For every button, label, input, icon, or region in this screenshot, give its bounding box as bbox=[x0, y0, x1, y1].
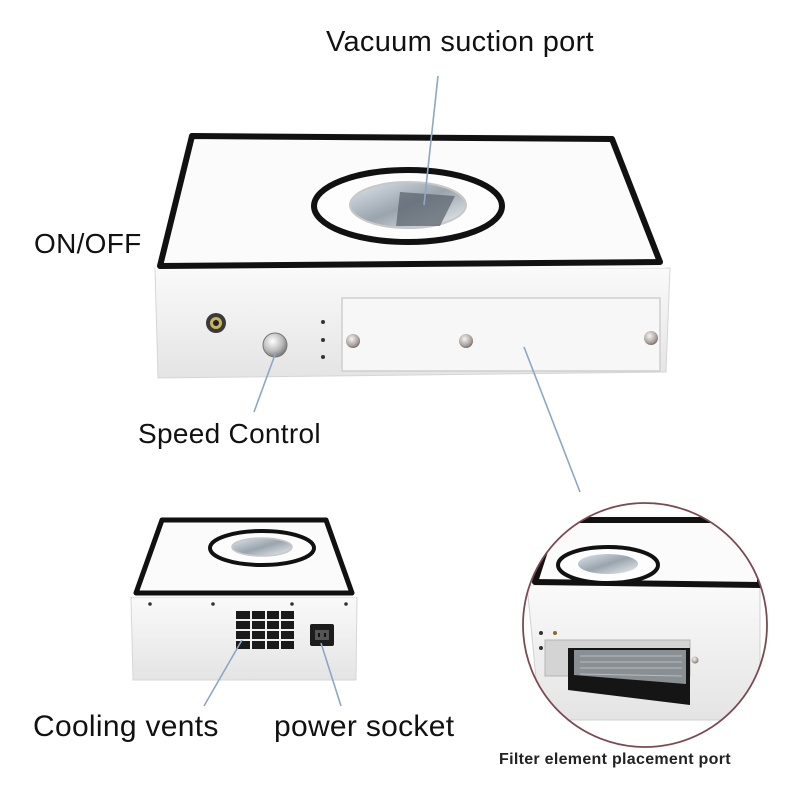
label-on-off: ON/OFF bbox=[34, 228, 142, 259]
drawer-screw bbox=[459, 334, 473, 348]
label-cooling-vents: Cooling vents bbox=[33, 710, 219, 743]
cooling-vent-grille bbox=[236, 611, 294, 649]
drawer-screw bbox=[644, 331, 658, 345]
indicator-dot bbox=[321, 320, 325, 324]
rear-device bbox=[130, 517, 358, 681]
callout-line-cooling bbox=[203, 639, 243, 707]
callout-line-vacuum bbox=[423, 75, 439, 206]
callout-lines bbox=[203, 75, 581, 707]
callout-line-filter bbox=[523, 346, 581, 493]
main-device-gasket bbox=[157, 133, 663, 269]
label-speed-control: Speed Control bbox=[138, 418, 321, 449]
callout-line-speed bbox=[253, 351, 277, 413]
main-device bbox=[154, 132, 671, 379]
filter-inset bbox=[522, 502, 768, 748]
callout-line-power bbox=[320, 642, 342, 707]
label-vacuum-suction-port: Vacuum suction port bbox=[326, 26, 594, 58]
drawer-screw bbox=[346, 334, 360, 348]
power-socket bbox=[310, 624, 334, 646]
indicator-dot bbox=[321, 338, 325, 342]
label-power-socket: power socket bbox=[274, 710, 455, 743]
label-filter-placement-port: Filter element placement port bbox=[499, 751, 731, 768]
inset-ring bbox=[522, 502, 768, 748]
power-switch bbox=[206, 313, 226, 333]
filter-cartridge bbox=[568, 648, 690, 705]
indicator-dot bbox=[321, 355, 325, 359]
rear-device-gasket bbox=[133, 517, 355, 596]
filter-drawer-panel bbox=[341, 297, 661, 372]
